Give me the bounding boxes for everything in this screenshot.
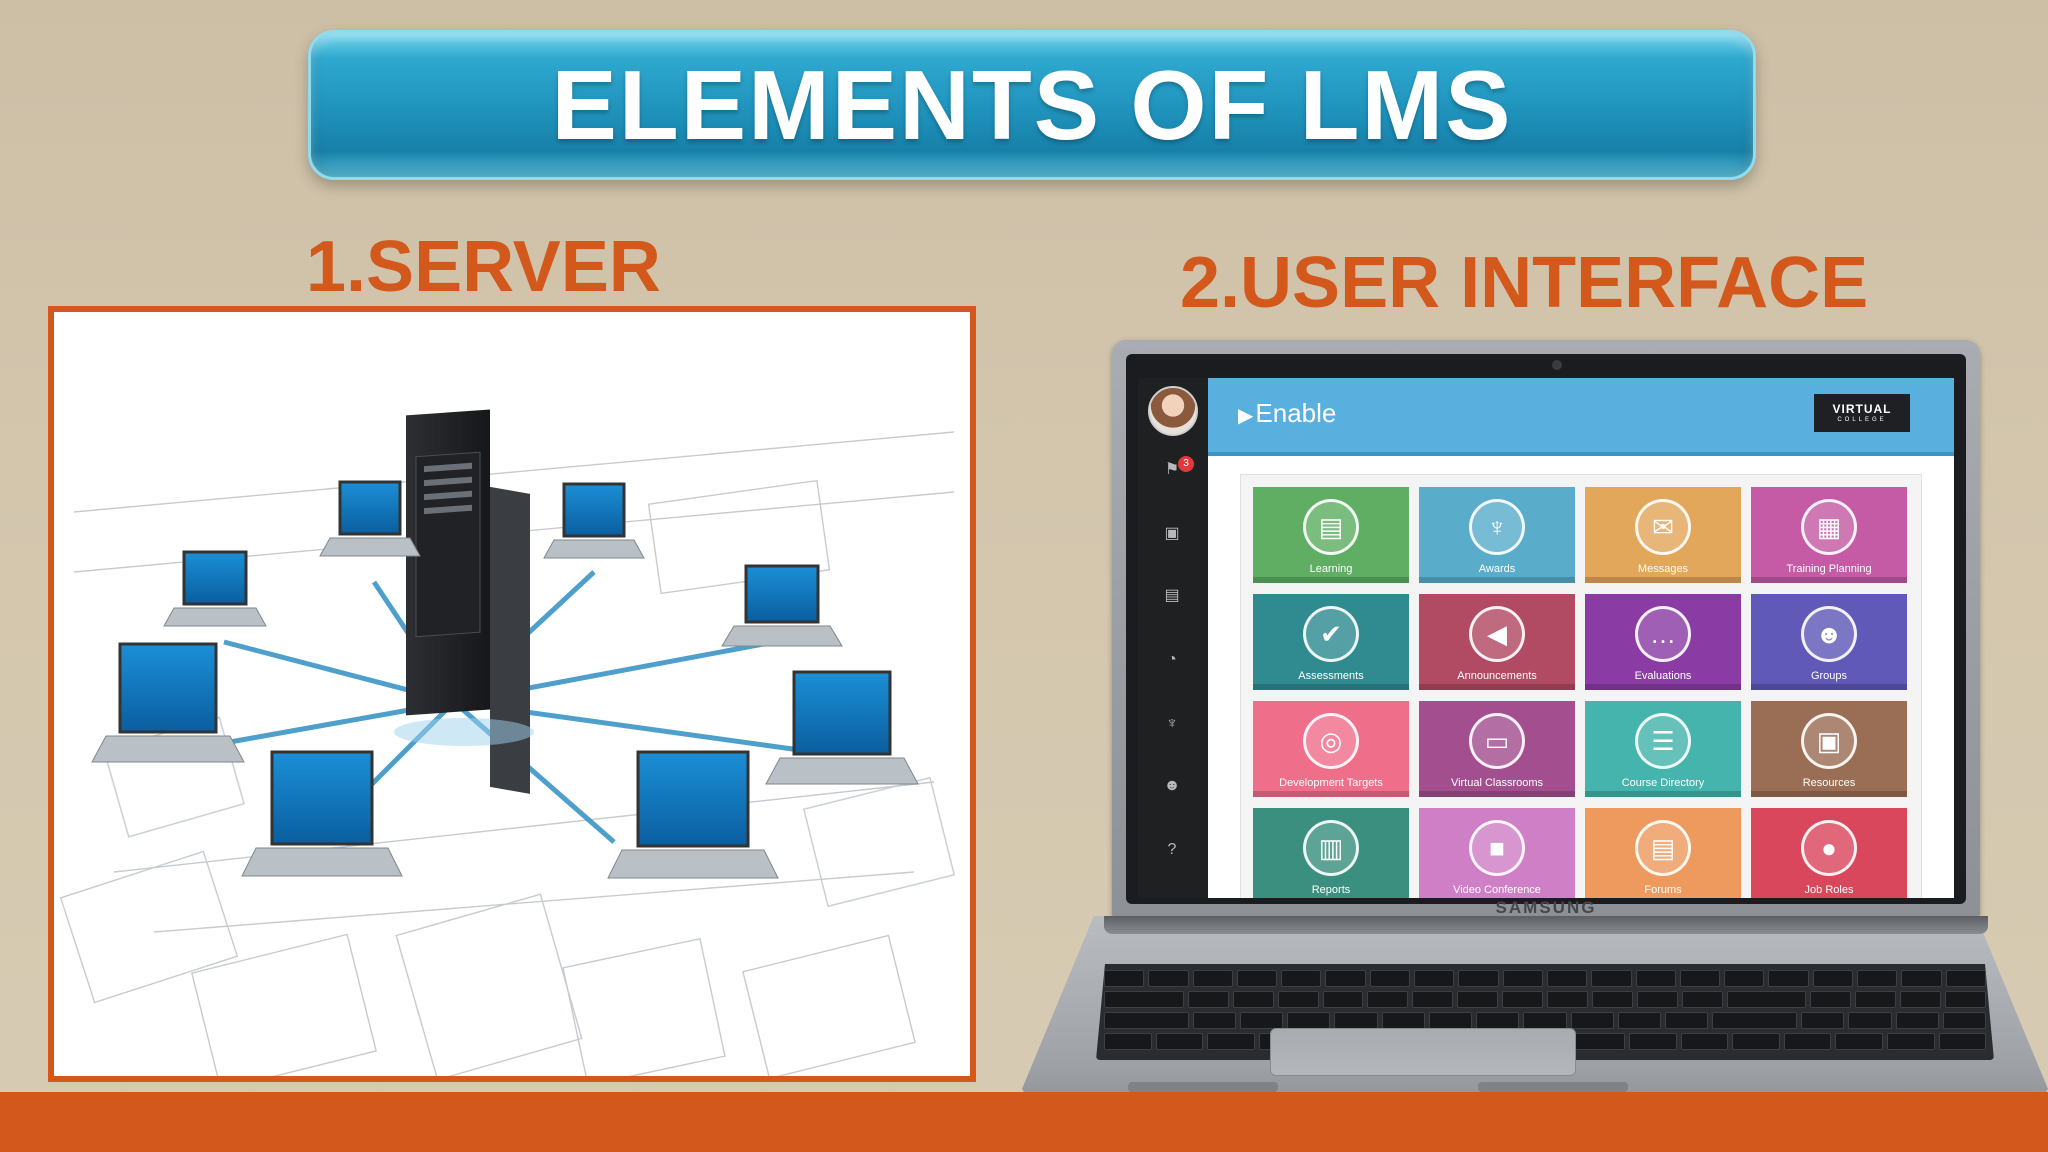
right-touch-button bbox=[1478, 1082, 1628, 1092]
lms-tile[interactable]: ▦ Training Planning bbox=[1751, 487, 1907, 583]
lms-tile-label: Assessments bbox=[1298, 670, 1364, 682]
lms-tile-label: Resources bbox=[1802, 777, 1856, 789]
lms-logo[interactable]: ▶Enable bbox=[1238, 398, 1336, 429]
help-icon[interactable]: ? bbox=[1167, 841, 1177, 858]
lms-tile[interactable]: ◀ Announcements bbox=[1419, 594, 1575, 690]
lms-tile-label: Forums bbox=[1644, 884, 1682, 896]
page-title: ELEMENTS OF LMS bbox=[551, 49, 1513, 160]
lms-tile[interactable]: ☰ Course Directory bbox=[1585, 701, 1741, 797]
lms-tile[interactable]: ▣ Resources bbox=[1751, 701, 1907, 797]
briefcase-icon: ▣ bbox=[1801, 713, 1857, 769]
laptop-hinge bbox=[1104, 916, 1988, 934]
touchpad bbox=[1270, 1028, 1576, 1076]
badge-main-text: VIRTUAL bbox=[1832, 402, 1892, 416]
notification-badge: 3 bbox=[1178, 456, 1194, 472]
speech-bubble-icon: … bbox=[1635, 606, 1691, 662]
play-triangle-icon: ▶ bbox=[1238, 405, 1254, 427]
badge-sub-text: COLLEGE bbox=[1837, 417, 1887, 423]
lms-tile[interactable]: … Evaluations bbox=[1585, 594, 1741, 690]
lms-tile-label: Learning bbox=[1309, 563, 1353, 575]
lms-tile-label: Video Conference bbox=[1453, 884, 1541, 896]
people-icon[interactable]: ☻ bbox=[1163, 777, 1181, 794]
lms-tile[interactable]: ☻ Groups bbox=[1751, 594, 1907, 690]
person-icon: ● bbox=[1801, 820, 1857, 876]
lms-tile-label: Virtual Classrooms bbox=[1450, 777, 1544, 789]
avatar[interactable] bbox=[1148, 386, 1198, 436]
list-icon: ☰ bbox=[1635, 713, 1691, 769]
lms-tile-label: Development Targets bbox=[1279, 777, 1383, 789]
envelope-icon: ✉ bbox=[1635, 499, 1691, 555]
flag-icon[interactable]: ⚑ bbox=[1164, 461, 1180, 478]
lms-screen: ⚑ 3 ▣ ▤ ◔ ♆ ☻ ? ▶Enable VIRTUAL COLLEGE … bbox=[1138, 378, 1954, 898]
calendar-icon: ▦ bbox=[1801, 499, 1857, 555]
lms-tile[interactable]: ▤ Forums bbox=[1585, 808, 1741, 898]
lms-tile[interactable]: ▭ Virtual Classrooms bbox=[1419, 701, 1575, 797]
megaphone-icon: ◀ bbox=[1469, 606, 1525, 662]
book-icon[interactable]: ▤ bbox=[1164, 587, 1180, 604]
lms-tile[interactable]: ▥ Reports bbox=[1253, 808, 1409, 898]
lms-tile-label: Announcements bbox=[1457, 670, 1537, 682]
server-illustration-frame bbox=[48, 306, 976, 1082]
lms-tile[interactable]: ▤ Learning bbox=[1253, 487, 1409, 583]
lms-tile-label: Training Planning bbox=[1786, 563, 1872, 575]
lms-tile-label: Course Directory bbox=[1621, 777, 1705, 789]
bar-chart-icon: ▥ bbox=[1303, 820, 1359, 876]
laptop-bezel: ⚑ 3 ▣ ▤ ◔ ♆ ☻ ? ▶Enable VIRTUAL COLLEGE … bbox=[1126, 354, 1966, 917]
user-interface-heading: 2.USER INTERFACE bbox=[1180, 243, 1869, 323]
lms-tile-label: Groups bbox=[1810, 670, 1848, 682]
lms-tile-label: Job Roles bbox=[1804, 884, 1854, 896]
virtual-college-badge: VIRTUAL COLLEGE bbox=[1814, 394, 1910, 432]
lms-header: ▶Enable VIRTUAL COLLEGE bbox=[1208, 378, 1954, 456]
people-icon: ☻ bbox=[1801, 606, 1857, 662]
forum-icon: ▤ bbox=[1635, 820, 1691, 876]
laptop-lid: ⚑ 3 ▣ ▤ ◔ ♆ ☻ ? ▶Enable VIRTUAL COLLEGE … bbox=[1112, 340, 1980, 918]
lms-tile-label: Messages bbox=[1637, 563, 1689, 575]
target-icon: ◎ bbox=[1303, 713, 1359, 769]
lms-tile[interactable]: ✔ Assessments bbox=[1253, 594, 1409, 690]
client-laptops bbox=[91, 480, 919, 879]
lms-sidebar: ⚑ 3 ▣ ▤ ◔ ♆ ☻ ? bbox=[1138, 378, 1208, 898]
title-banner: ELEMENTS OF LMS bbox=[308, 30, 1756, 180]
trophy-icon[interactable]: ♆ bbox=[1166, 715, 1178, 732]
lms-tile[interactable]: ● Job Roles bbox=[1751, 808, 1907, 898]
lms-tile[interactable]: ✉ Messages bbox=[1585, 487, 1741, 583]
server-heading: 1.SERVER bbox=[306, 227, 661, 307]
lms-tile[interactable]: ♆ Awards bbox=[1419, 487, 1575, 583]
laptop-brand: SAMSUNG bbox=[1495, 898, 1597, 917]
lms-dashboard-panel: ▤ Learning ♆ Awards ✉ Messages ▦ Training Plann… bbox=[1240, 474, 1922, 898]
left-touch-button bbox=[1128, 1082, 1278, 1092]
book-icon: ▤ bbox=[1303, 499, 1359, 555]
check-icon: ✔ bbox=[1303, 606, 1359, 662]
lms-tile-label: Evaluations bbox=[1634, 670, 1692, 682]
video-camera-icon: ■ bbox=[1469, 820, 1525, 876]
lms-tile[interactable]: ◎ Development Targets bbox=[1253, 701, 1409, 797]
server-network-illustration bbox=[54, 312, 970, 1076]
server-tower bbox=[394, 409, 534, 794]
monitor-icon: ▭ bbox=[1469, 713, 1525, 769]
pie-chart-icon[interactable]: ◔ bbox=[1167, 651, 1177, 668]
trophy-icon: ♆ bbox=[1469, 499, 1525, 555]
bottom-accent-band bbox=[0, 1092, 2048, 1152]
lms-tile[interactable]: ■ Video Conference bbox=[1419, 808, 1575, 898]
briefcase-icon[interactable]: ▣ bbox=[1164, 525, 1180, 542]
lms-logo-text: Enable bbox=[1255, 398, 1337, 428]
lms-tile-label: Awards bbox=[1478, 563, 1516, 575]
webcam-icon bbox=[1552, 360, 1562, 370]
lms-tile-label: Reports bbox=[1311, 884, 1351, 896]
